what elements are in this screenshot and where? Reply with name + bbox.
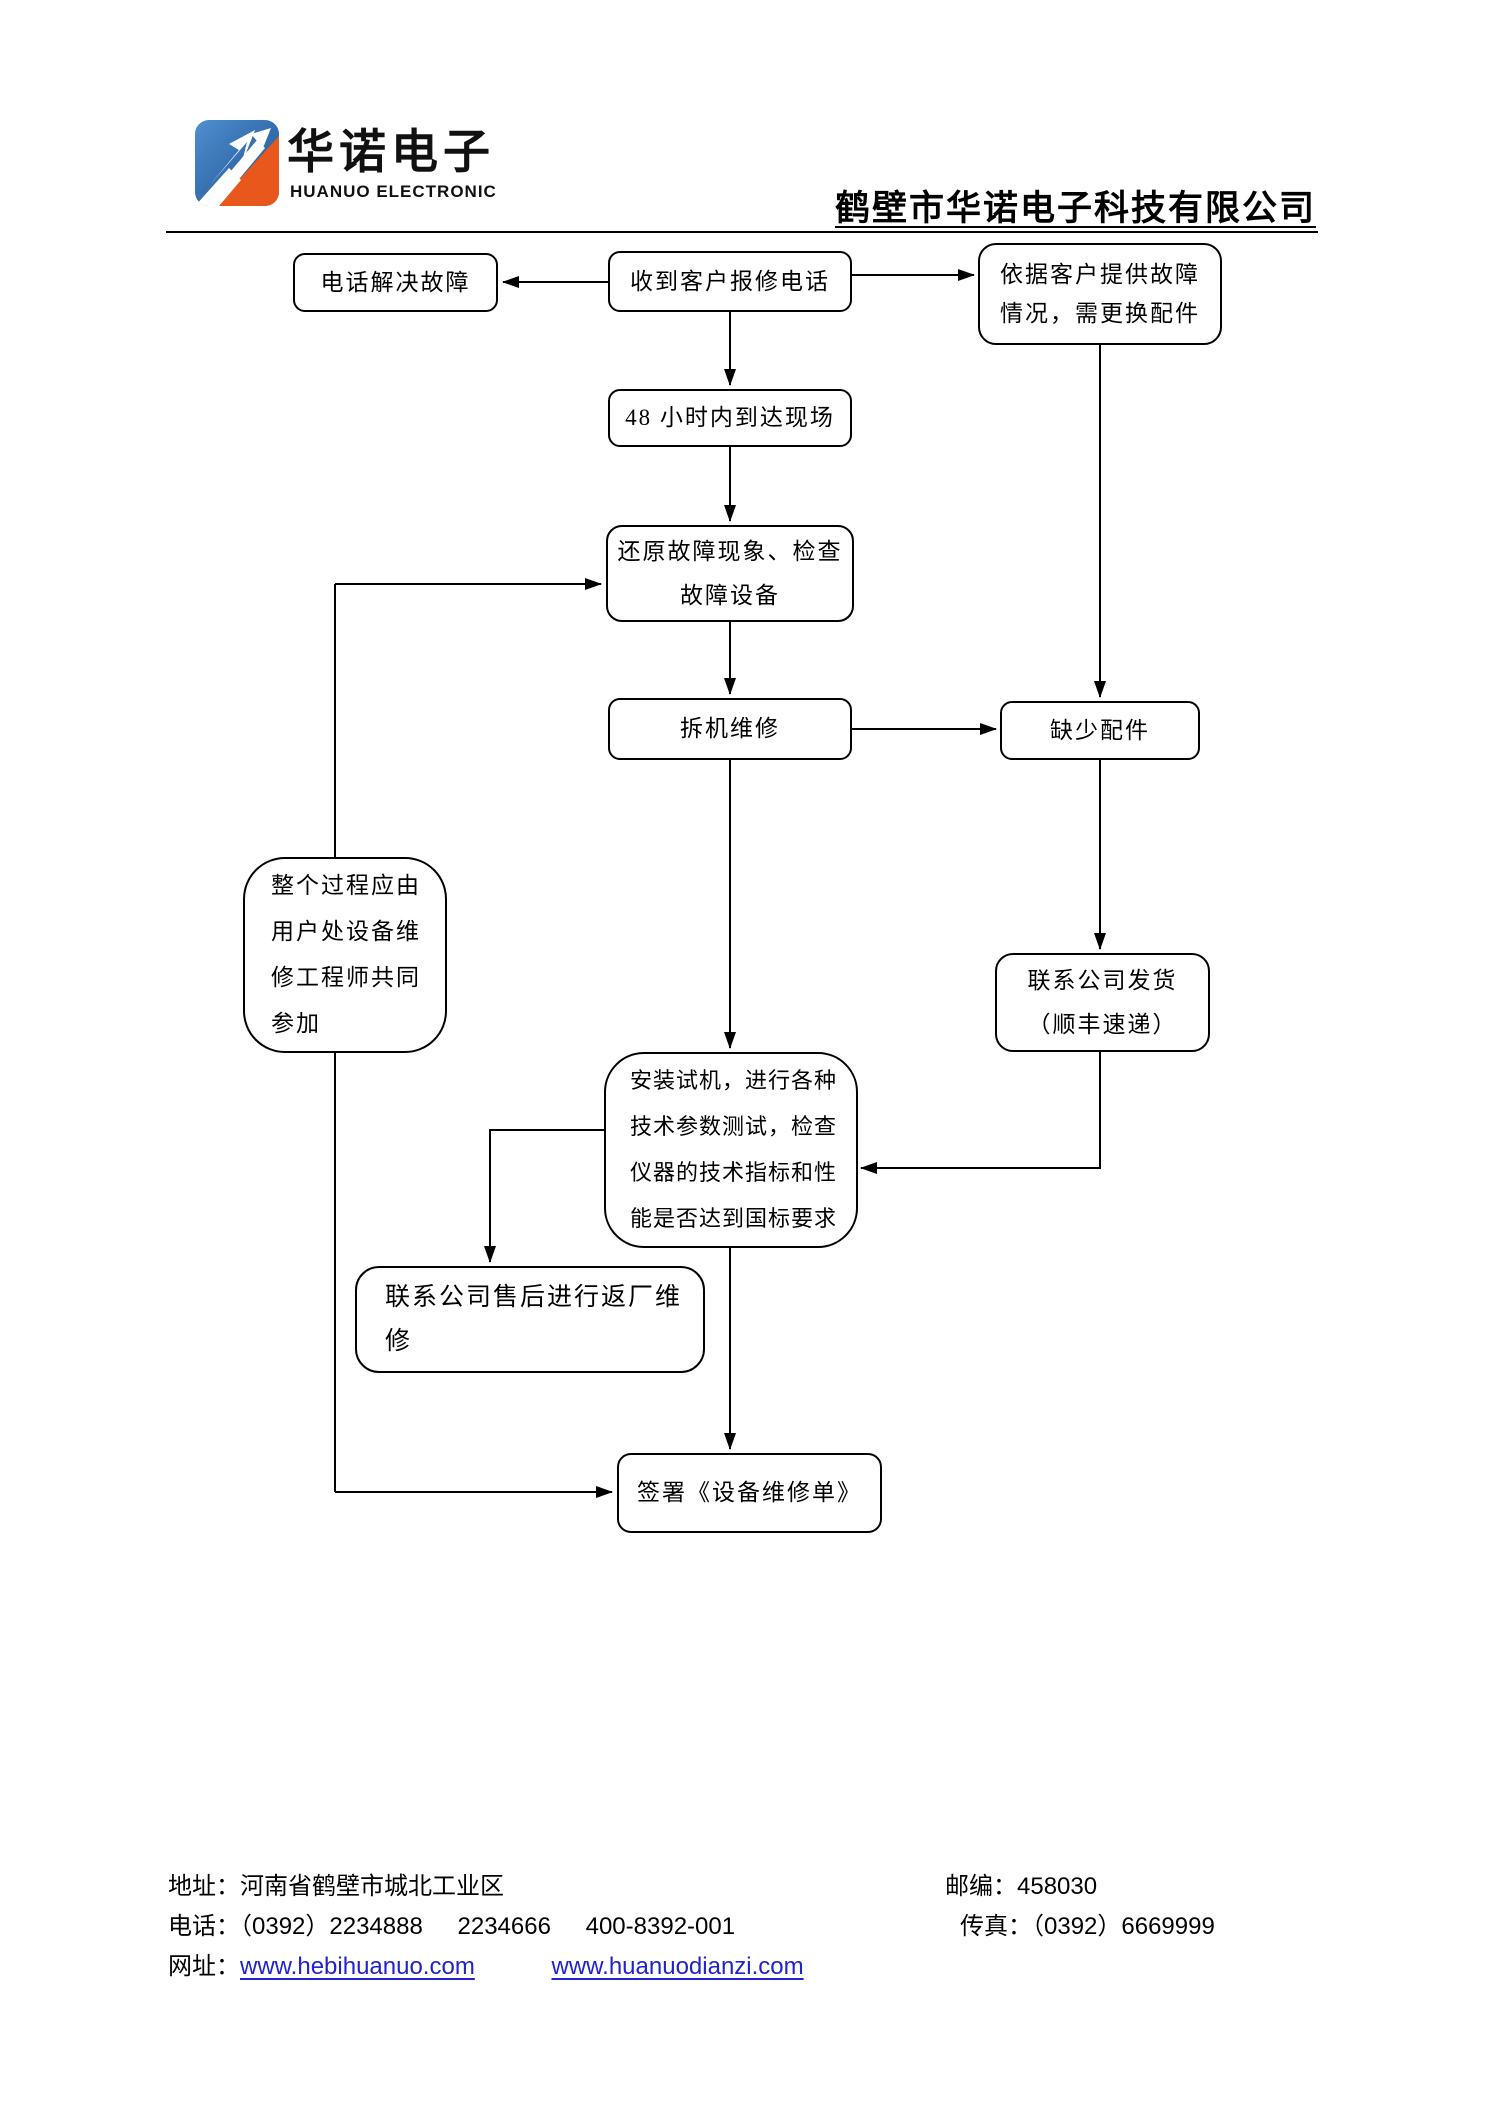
node-missing-parts: 缺少配件	[1000, 701, 1200, 760]
company-name-title: 鹤壁市华诺电子科技有限公司	[834, 189, 1316, 228]
node-whole-process: 整个过程应由 用户处设备维 修工程师共同 参加	[243, 857, 447, 1053]
logo-subtitle: HUANUO ELECTRONIC	[290, 182, 497, 201]
node-install-test: 安装试机，进行各种 技术参数测试，检查 仪器的技术指标和性 能是否达到国标要求	[604, 1052, 858, 1248]
node-line: 参加	[271, 1011, 321, 1036]
node-ship-parts: 联系公司发货 （顺丰速递）	[995, 953, 1210, 1052]
node-line: 48 小时内到达现场	[625, 405, 835, 430]
node-line: （顺丰速递）	[1027, 1011, 1178, 1037]
arrow-ship-to-install	[860, 1052, 1101, 1174]
node-arrive-48h: 48 小时内到达现场	[608, 389, 852, 447]
node-line: 安装试机，进行各种	[630, 1068, 838, 1093]
footer-phone-3: 400-8392-001	[585, 1913, 736, 1940]
node-line: 技术参数测试，检查	[630, 1114, 838, 1139]
node-line: 电话解决故障	[320, 269, 471, 295]
node-line: 能是否达到国标要求	[630, 1206, 838, 1231]
node-return-factory: 联系公司售后进行返厂维 修	[355, 1266, 705, 1373]
node-line: 情况，需更换配件	[1000, 301, 1200, 326]
node-phone-solve: 电话解决故障	[293, 253, 498, 312]
node-line: 拆机维修	[680, 716, 780, 741]
node-disassemble: 拆机维修	[608, 698, 852, 760]
footer-fax: 传真：（0392）6669999	[960, 1913, 1215, 1940]
footer-web-label: 网址：	[168, 1953, 240, 1980]
footer-postcode: 邮编：458030	[945, 1873, 1098, 1900]
footer-phone-label: 电话：	[168, 1913, 240, 1940]
node-line: 用户处设备维	[271, 919, 421, 944]
footer-phone-2: 2234666	[457, 1913, 551, 1940]
footer-address: 地址：河南省鹤壁市城北工业区	[168, 1873, 504, 1900]
node-line: 整个过程应由	[271, 873, 421, 898]
node-receive-call: 收到客户报修电话	[608, 251, 852, 312]
footer-phone-row: 电话：（0392）2234888 2234666 400-8392-001 传真…	[168, 1912, 1328, 1942]
node-line: 修工程师共同	[271, 965, 421, 990]
node-line: 故障设备	[680, 582, 780, 608]
node-sign-form: 签署《设备维修单》	[617, 1453, 882, 1533]
node-line: 依据客户提供故障	[1000, 262, 1200, 287]
node-line: 修	[385, 1327, 413, 1355]
footer-phone-1: （0392）2234888	[240, 1913, 423, 1940]
footer-address-row: 地址：河南省鹤壁市城北工业区 邮编：458030	[168, 1872, 1328, 1902]
footer-link-hebihuanuo[interactable]: www.hebihuanuo.com	[240, 1953, 475, 1980]
node-line: 收到客户报修电话	[630, 268, 830, 294]
node-line: 仪器的技术指标和性	[630, 1160, 838, 1185]
node-restore-check: 还原故障现象、检查 故障设备	[606, 525, 854, 622]
node-line: 签署《设备维修单》	[637, 1480, 862, 1505]
node-line: 联系公司售后进行返厂维	[385, 1283, 683, 1311]
header-divider	[166, 231, 1318, 233]
node-line: 联系公司发货	[1027, 967, 1178, 993]
arrow-install-to-return	[484, 1129, 604, 1263]
logo-wordmark: 华诺电子	[287, 125, 495, 178]
node-need-parts: 依据客户提供故障 情况，需更换配件	[978, 243, 1222, 345]
node-line: 还原故障现象、检查	[617, 538, 843, 564]
company-logo-icon	[195, 120, 279, 206]
footer-link-huanuodianzi[interactable]: www.huanuodianzi.com	[551, 1953, 804, 1980]
footer-web-row: 网址：www.hebihuanuo.com www.huanuodianzi.c…	[168, 1952, 804, 1982]
node-line: 缺少配件	[1050, 717, 1150, 743]
